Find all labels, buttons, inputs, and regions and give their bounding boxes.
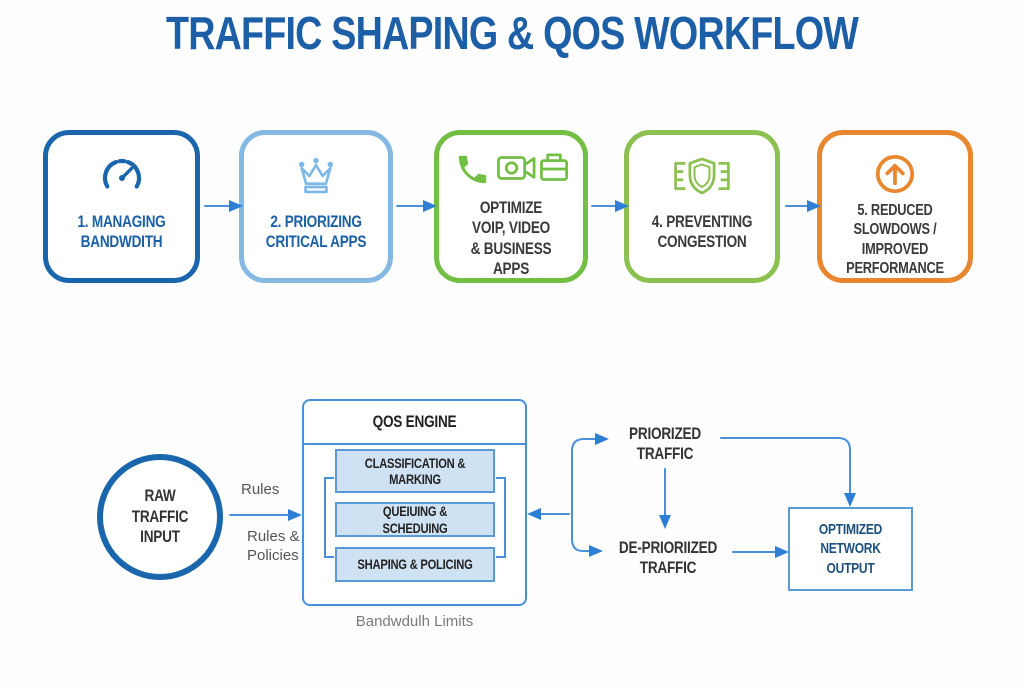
left-bracket [324,477,334,558]
rules-label: Rules [241,481,280,498]
step-label: 1. MANAGING BANDWDITH [77,212,166,252]
rules-policies-label: Rules & Policies [247,528,300,564]
raw-traffic-input-node: RAW TRAFFIC INPUT [97,454,223,580]
video-camera-icon [497,156,536,180]
qos-engine-box: QOS ENGINE CLASSIFICATION & MARKING QUEI… [302,399,527,606]
step-box-optimize-apps: OPTIMIZE VOIP, VIDEO & BUSINESS APPS [434,130,588,283]
step-label: 5. REDUCED SLOWDOWS / IMPROVED PERFORMAN… [846,202,944,277]
arrow-priorized-output [720,437,856,507]
depriorized-traffic-label: DE-PRIORIIZED TRAFFIC [618,538,718,577]
stage-shaping-policing: SHAPING & POLICING [335,547,495,582]
step-box-managing-bandwidth: 1. MANAGING BANDWDITH [43,130,200,283]
gauge-icon [96,148,148,204]
stage-classification-marking: CLASSIFICATION & MARKING [335,449,495,493]
right-bracket [496,477,506,558]
crown-icon [289,148,343,204]
qos-engine-title: QOS ENGINE [372,412,457,431]
stage-label: QUEIUING & SCHEDUING [382,503,448,536]
qos-engine-header: QOS ENGINE [304,401,525,445]
stage-queuing-scheduling: QUEIUING & SCHEDUING [335,502,495,537]
step-label: 2. PRIORIZING CRITICAL APPS [265,212,367,252]
step-box-improved-performance: 5. REDUCED SLOWDOWS / IMPROVED PERFORMAN… [817,130,973,283]
optimized-network-output-box: OPTIMIZED NETWORK OUTPUT [788,507,913,591]
stage-label: SHAPING & POLICING [357,556,473,573]
bandwidth-limits-label: Bandwdulh Limits [355,613,474,630]
briefcase-icon [540,153,569,181]
voip-video-business-icons [452,148,570,190]
phone-icon [458,155,487,184]
step-box-preventing-congestion: 4. PREVENTING CONGESTION [624,130,780,283]
step-box-prioritizing-apps: 2. PRIORIZING CRITICAL APPS [239,130,393,283]
shield-money-icon [669,148,735,204]
step-label: 4. PREVENTING CONGESTION [651,212,753,252]
arrow-up-circle-icon [870,148,920,199]
priorized-traffic-label: PRIORIZED TRAFFIC [629,424,701,463]
input-label: RAW TRAFFIC INPUT [131,486,189,547]
arrow-branch-depriorized [571,496,603,557]
output-label: OPTIMIZED NETWORK OUTPUT [818,520,883,577]
page-title: TRAFFIC SHAPING & QOS WORKFLOW [165,7,859,59]
stage-label: CLASSIFICATION & MARKING [364,454,466,487]
step-label: OPTIMIZE VOIP, VIDEO & BUSINESS APPS [470,198,552,279]
arrow-branch-priorized [571,433,609,524]
